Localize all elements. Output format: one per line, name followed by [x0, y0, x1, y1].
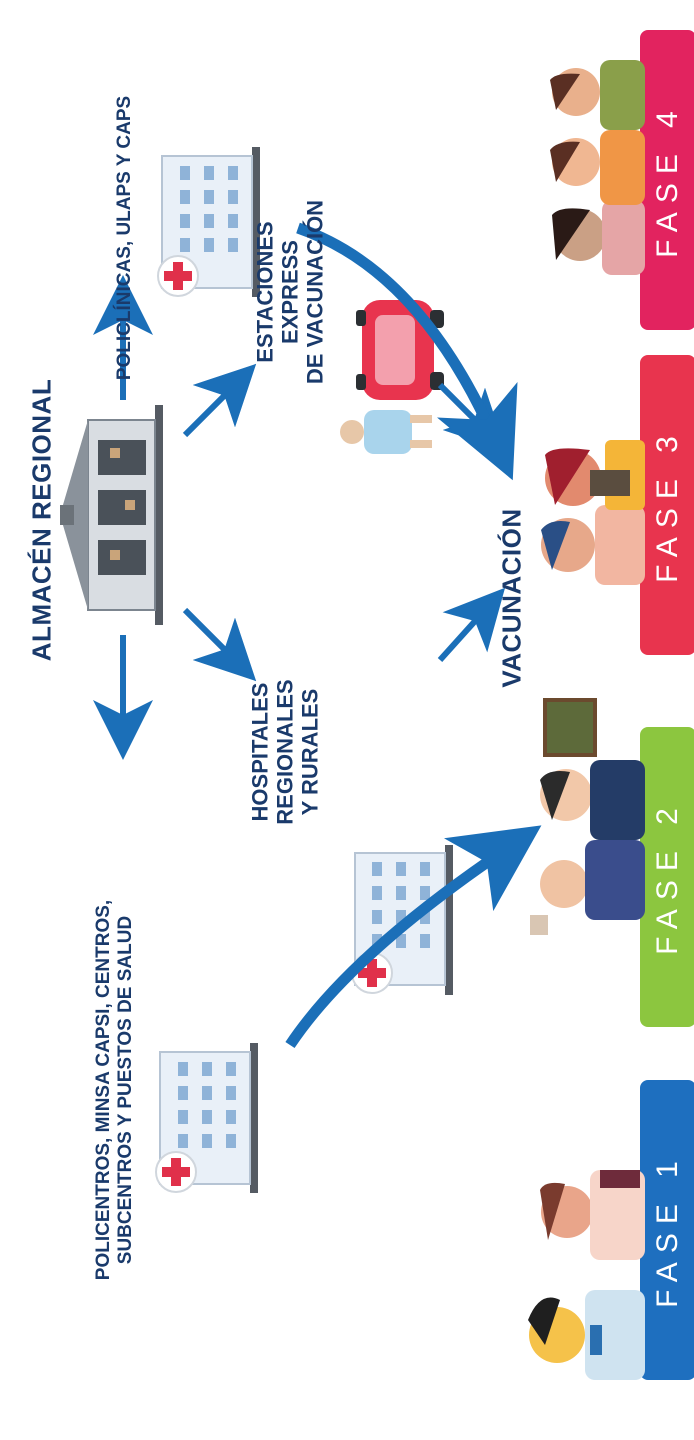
curved-arrow-policlinicas [296, 222, 518, 481]
hospital-icon [155, 1043, 258, 1193]
hospital-icon [351, 845, 453, 995]
person-icon [530, 840, 645, 935]
warehouse-icon [60, 405, 163, 625]
vacunacion-label: VACUNACIÓN [496, 508, 527, 688]
hospital-icon [157, 147, 260, 297]
hospitales-label: HOSPITALES REGIONALES Y RURALES [248, 679, 323, 824]
arrow-to-estaciones [182, 363, 257, 438]
estaciones-label-line2: EXPRESS [277, 240, 303, 344]
policentros-label: POLICENTROS, MINSA CAPSI, CENTROS, SUBCE… [93, 900, 137, 1280]
phase-1-band [640, 1080, 694, 1380]
estaciones-label-line1: ESTACIONES [252, 221, 278, 363]
person-icon [540, 1170, 645, 1260]
hospitales-label-line3: Y RURALES [297, 688, 323, 816]
arrow-to-hospitales [182, 607, 257, 682]
person-icon [528, 1290, 645, 1380]
estaciones-label: ESTACIONES EXPRESS DE VACUNACIÓN [253, 200, 328, 384]
phase-2-label: FASE 2 [651, 799, 684, 955]
phase-1-label: FASE 1 [651, 1152, 684, 1308]
person-icon [545, 440, 645, 510]
person-icon [540, 698, 645, 840]
car-icon [356, 300, 444, 400]
almacen-regional-label: ALMACÉN REGIONAL [26, 378, 57, 662]
person-icon [552, 200, 645, 275]
policentros-label-line1: POLICENTROS, MINSA CAPSI, CENTROS, [93, 899, 114, 1281]
policlinicas-label: POLICLÍNICAS, ULAPS Y CAPS [114, 95, 135, 381]
person-icon [340, 410, 432, 454]
phase-3-band [640, 355, 694, 655]
curved-arrow-policentros [285, 825, 542, 1049]
phase-3-label: FASE 3 [651, 427, 684, 583]
hospitales-label-line2: REGIONALES [272, 679, 298, 825]
phase-4-band [640, 30, 694, 330]
estaciones-label-line3: DE VACUNACIÓN [302, 199, 328, 385]
phase-2-band [640, 727, 694, 1027]
hospitales-label-line1: HOSPITALES [247, 682, 273, 822]
person-icon [550, 130, 645, 205]
person-icon [550, 60, 645, 130]
arrow-hospitales-to-vacunacion [437, 587, 506, 663]
policentros-label-line2: SUBCENTROS Y PUESTOS DE SALUD [115, 915, 136, 1265]
phase-4-label: FASE 4 [651, 102, 684, 258]
person-icon [541, 505, 645, 585]
